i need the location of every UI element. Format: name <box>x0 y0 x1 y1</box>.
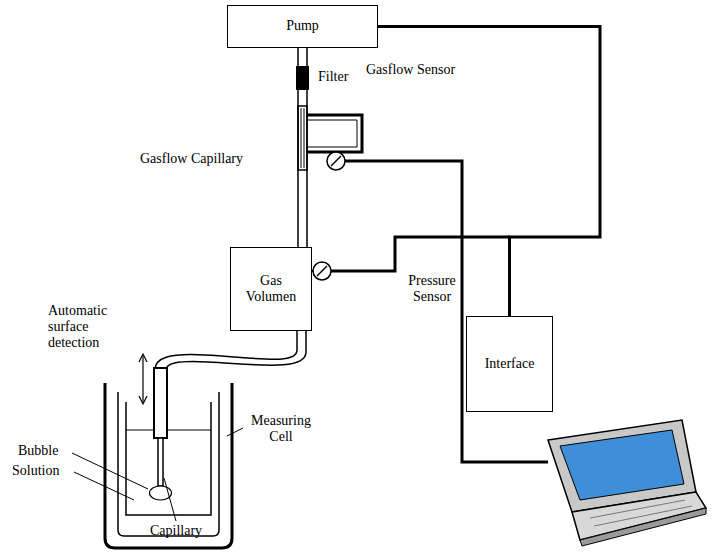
signal-wire <box>345 161 548 462</box>
box-text: Interface <box>485 356 535 372</box>
signal-wire <box>331 237 510 271</box>
part-label: Solution <box>12 463 59 479</box>
gas-volume-box: Gas Volumen <box>230 247 312 331</box>
bypass-tube <box>307 120 357 147</box>
solution-vessel <box>126 402 211 515</box>
laptop-keyboard <box>594 506 692 526</box>
capillary-tip <box>158 438 163 486</box>
pressure-sensor-gauge <box>313 262 331 280</box>
capillary-holder <box>154 368 167 438</box>
laptop-base <box>580 508 706 546</box>
gasflow-sensor-gauge <box>327 152 345 170</box>
gas-tube <box>298 48 307 247</box>
gasflow-capillary <box>298 106 307 170</box>
movement-arrow <box>139 354 147 404</box>
box-text: Gas Volumen <box>241 273 301 305</box>
capillary-line <box>304 108 305 168</box>
solution-surface <box>126 430 211 431</box>
part-label: Bubble <box>18 443 58 459</box>
box-text: Pump <box>286 18 319 34</box>
sensor-label: Gasflow Sensor <box>366 62 455 78</box>
bypass-tube <box>307 115 362 152</box>
laptop-keyboard <box>590 500 685 518</box>
part-label: Gasflow Capillary <box>140 151 243 167</box>
gas-hose <box>155 331 297 370</box>
measuring-cell-wall <box>105 383 232 548</box>
pump-box: Pump <box>227 5 378 48</box>
interface-box: Interface <box>466 316 553 412</box>
laptop-screen <box>560 430 684 500</box>
leader-line <box>164 478 176 521</box>
leader-line <box>227 428 243 436</box>
movement-arrow <box>142 356 143 402</box>
part-label: Measuring Cell <box>245 413 317 445</box>
gauge-needle <box>317 266 327 276</box>
part-label: Capillary <box>150 523 202 539</box>
leader-line <box>72 453 148 489</box>
filter-label: Filter <box>318 69 348 85</box>
sensor-label: Pressure Sensor <box>400 273 464 305</box>
capillary-line <box>301 108 302 168</box>
gauge-needle <box>331 156 341 166</box>
leader-line <box>74 472 134 500</box>
gas-hose <box>166 331 306 370</box>
note-label: Automatic surface detection <box>48 303 132 351</box>
measuring-cell-wall <box>118 392 219 536</box>
